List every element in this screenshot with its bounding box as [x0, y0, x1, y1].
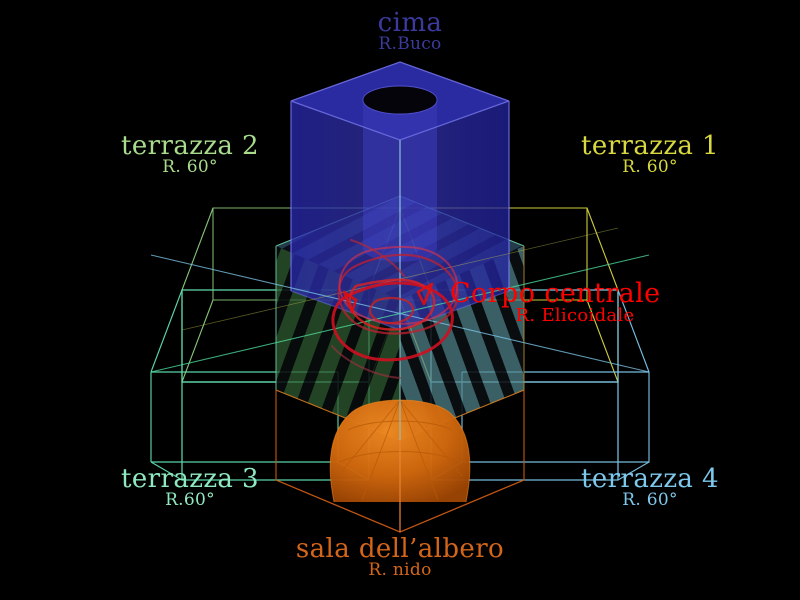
axis-lines — [150, 140, 650, 532]
cylindrical-shaft-opening — [363, 86, 437, 114]
helix-spiral — [331, 239, 459, 379]
